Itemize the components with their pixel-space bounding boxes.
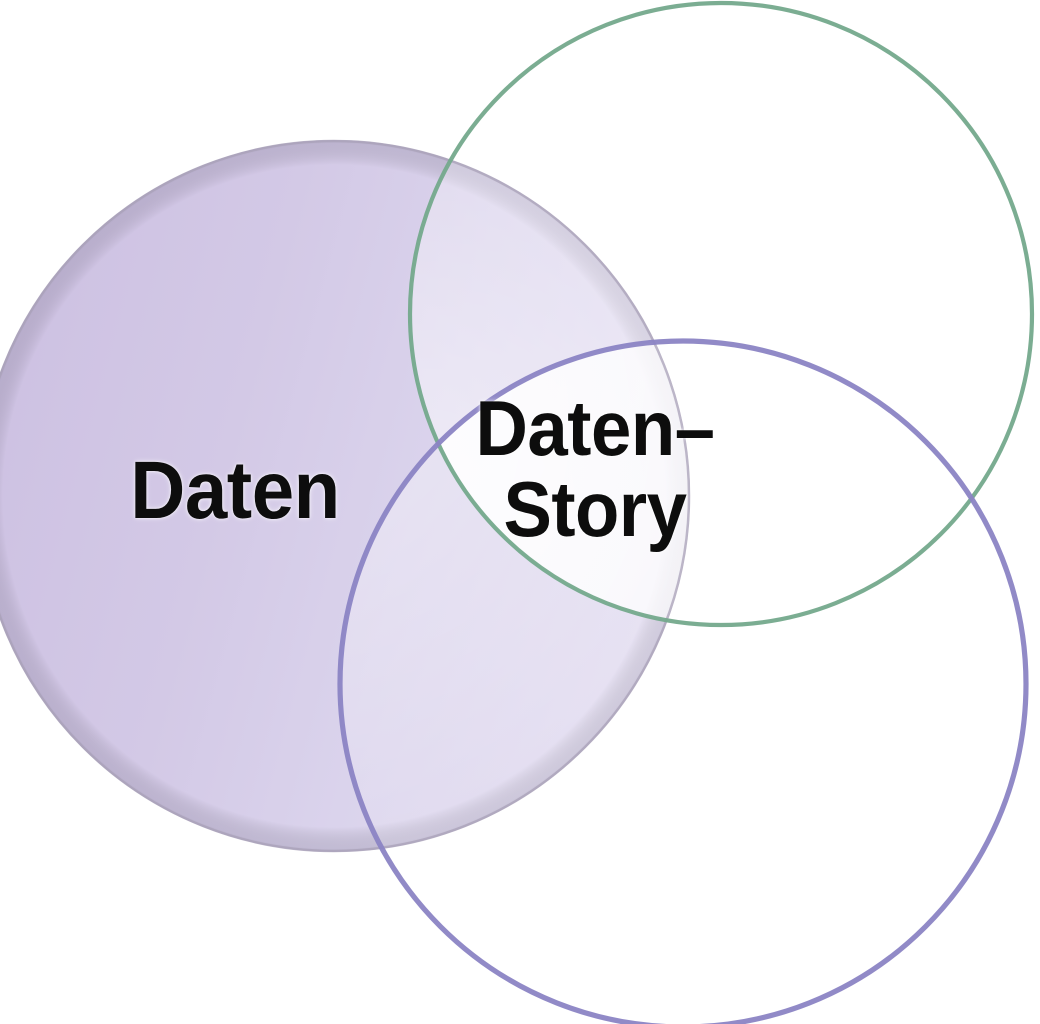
- intersection-regions: [340, 140, 690, 852]
- label-daten: Daten: [130, 445, 340, 536]
- set-green-outline-circle: [407, 0, 1035, 628]
- region-daten-green: [410, 140, 690, 625]
- set-daten-outline: [0, 139, 691, 853]
- set-purple-outline-circle: [337, 338, 1029, 1024]
- region-daten-purple: [340, 341, 690, 852]
- label-daten-story: Daten– Story: [475, 384, 715, 554]
